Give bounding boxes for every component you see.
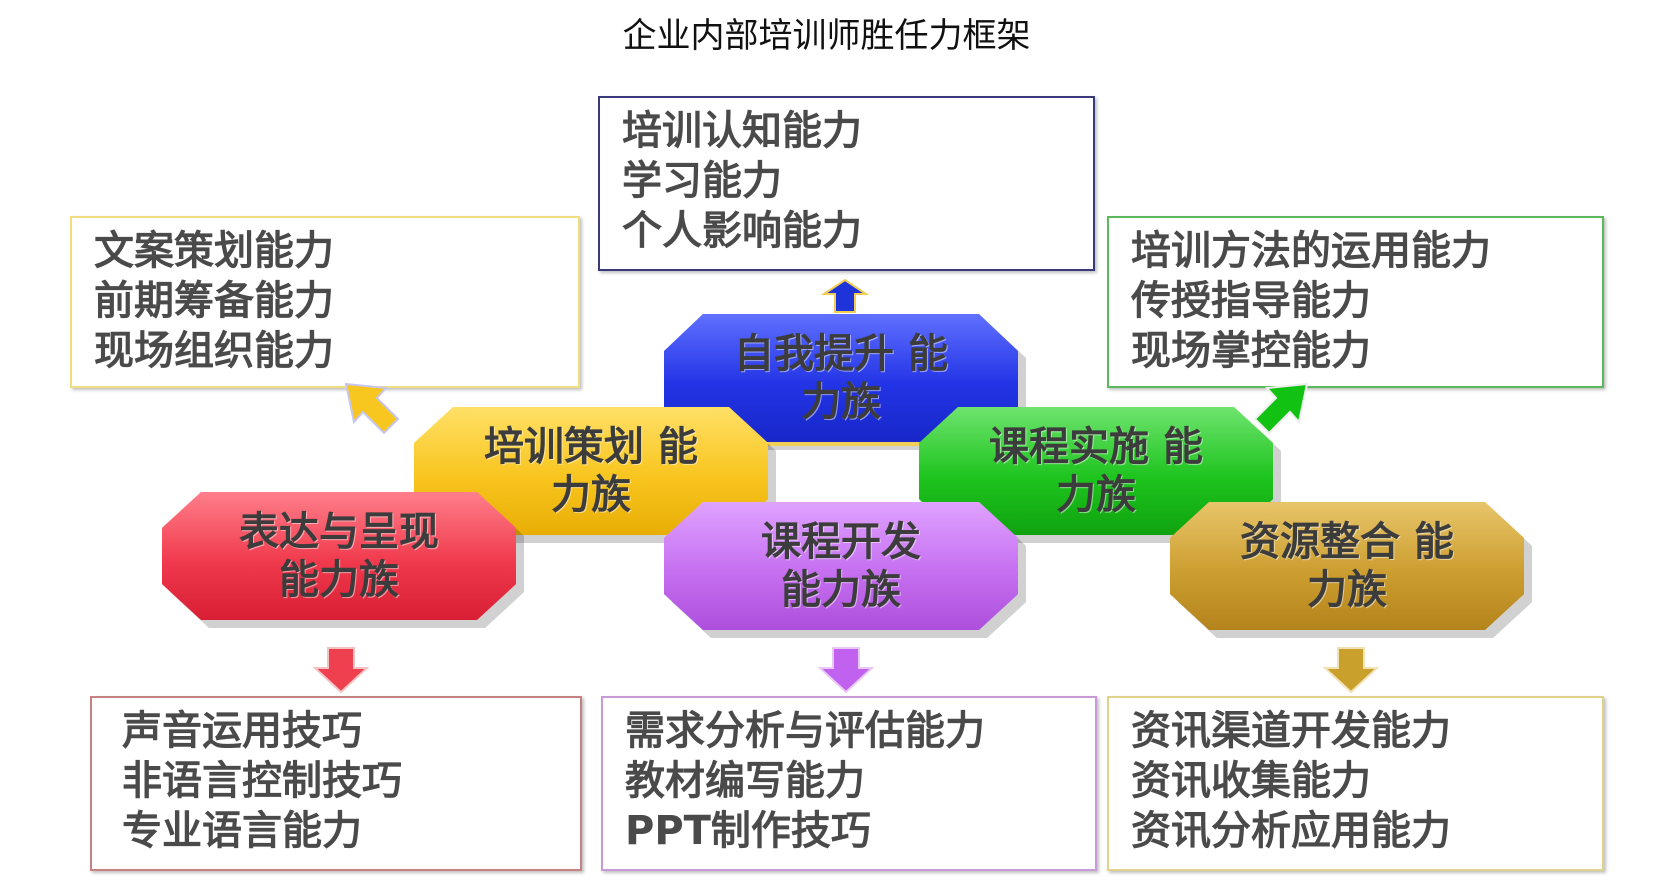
arrow-down-center-icon (818, 647, 874, 694)
arrow-up-icon (820, 278, 870, 313)
family-self-improvement: 自我提升 能 力族 (664, 314, 1018, 446)
family-expression-line-2: 能力族 (279, 557, 399, 603)
box-bottom-right-line-1: 资讯渠道开发能力 (1131, 708, 1451, 754)
box-left-line-3: 现场组织能力 (94, 328, 334, 374)
family-training-planning-line-1: 培训策划 能 (484, 424, 698, 470)
box-bottom-left: 声音运用技巧 非语言控制技巧 专业语言能力 (90, 696, 582, 871)
box-left: 文案策划能力 前期筹备能力 现场组织能力 (70, 216, 580, 388)
family-course-development-line-1: 课程开发 (761, 519, 921, 565)
diagram-title: 企业内部培训师胜任力框架 (622, 16, 1031, 56)
family-self-improvement-line-2: 力族 (801, 379, 881, 425)
box-top-line-3: 个人影响能力 (622, 208, 862, 254)
family-resource-integration: 资源整合 能 力族 (1170, 502, 1524, 630)
box-right-line-1: 培训方法的运用能力 (1131, 228, 1491, 274)
box-bottom-center: 需求分析与评估能力 教材编写能力 PPT制作技巧 (601, 696, 1097, 871)
family-self-improvement-line-1: 自我提升 能 (734, 331, 948, 377)
arrow-down-left-icon (313, 647, 369, 694)
box-bottom-right: 资讯渠道开发能力 资讯收集能力 资讯分析应用能力 (1107, 696, 1604, 871)
family-course-delivery-label: 课程实施 能 力族 (989, 423, 1203, 519)
family-expression-label: 表达与呈现 能力族 (239, 508, 439, 604)
family-course-delivery-line-2: 力族 (1056, 472, 1136, 518)
box-right: 培训方法的运用能力 传授指导能力 现场掌控能力 (1107, 216, 1604, 388)
arrow-down-right-icon (1323, 647, 1379, 694)
family-training-planning-line-2: 力族 (551, 472, 631, 518)
arrow-upleft-icon (344, 382, 400, 435)
box-bottom-left-line-2: 非语言控制技巧 (122, 758, 402, 804)
family-training-planning-label: 培训策划 能 力族 (484, 423, 698, 519)
family-resource-integration-line-1: 资源整合 能 (1240, 519, 1454, 565)
box-left-line-2: 前期筹备能力 (94, 278, 334, 324)
family-course-delivery-line-1: 课程实施 能 (989, 424, 1203, 470)
box-bottom-left-line-1: 声音运用技巧 (122, 708, 362, 754)
box-bottom-center-line-1: 需求分析与评估能力 (625, 708, 985, 754)
family-course-development: 课程开发 能力族 (664, 502, 1018, 630)
family-expression-line-1: 表达与呈现 (239, 509, 439, 555)
box-bottom-right-line-3: 资讯分析应用能力 (1131, 808, 1451, 854)
box-right-line-3: 现场掌控能力 (1131, 328, 1371, 374)
box-bottom-left-line-3: 专业语言能力 (122, 808, 362, 854)
box-right-line-2: 传授指导能力 (1131, 278, 1371, 324)
box-top: 培训认知能力 学习能力 个人影响能力 (598, 96, 1095, 271)
box-bottom-right-line-2: 资讯收集能力 (1131, 758, 1371, 804)
family-course-development-line-2: 能力族 (781, 567, 901, 613)
box-top-line-2: 学习能力 (622, 158, 782, 204)
family-self-improvement-label: 自我提升 能 力族 (734, 330, 948, 426)
family-expression: 表达与呈现 能力族 (162, 492, 516, 620)
box-bottom-center-line-3: PPT制作技巧 (625, 808, 871, 854)
arrow-upright-icon (1253, 382, 1309, 435)
family-resource-integration-line-2: 力族 (1307, 567, 1387, 613)
family-resource-integration-label: 资源整合 能 力族 (1240, 518, 1454, 614)
box-bottom-center-line-2: 教材编写能力 (625, 758, 865, 804)
box-top-line-1: 培训认知能力 (622, 108, 862, 154)
family-course-development-label: 课程开发 能力族 (761, 518, 921, 614)
box-left-line-1: 文案策划能力 (94, 228, 334, 274)
